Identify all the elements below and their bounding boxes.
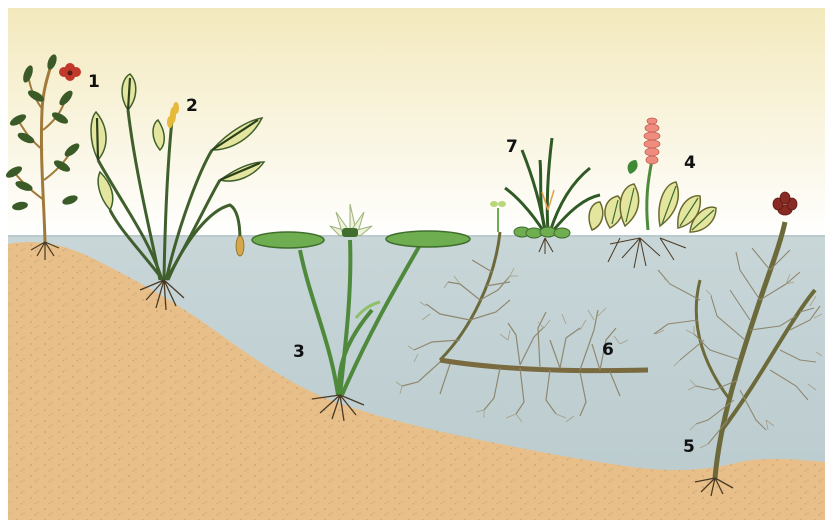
label-1: 1 xyxy=(88,72,100,92)
label-7: 7 xyxy=(506,137,518,157)
label-4: 4 xyxy=(684,153,696,173)
label-2: 2 xyxy=(186,96,198,116)
label-6: 6 xyxy=(602,340,614,360)
label-5: 5 xyxy=(683,437,695,457)
label-3: 3 xyxy=(293,342,305,362)
